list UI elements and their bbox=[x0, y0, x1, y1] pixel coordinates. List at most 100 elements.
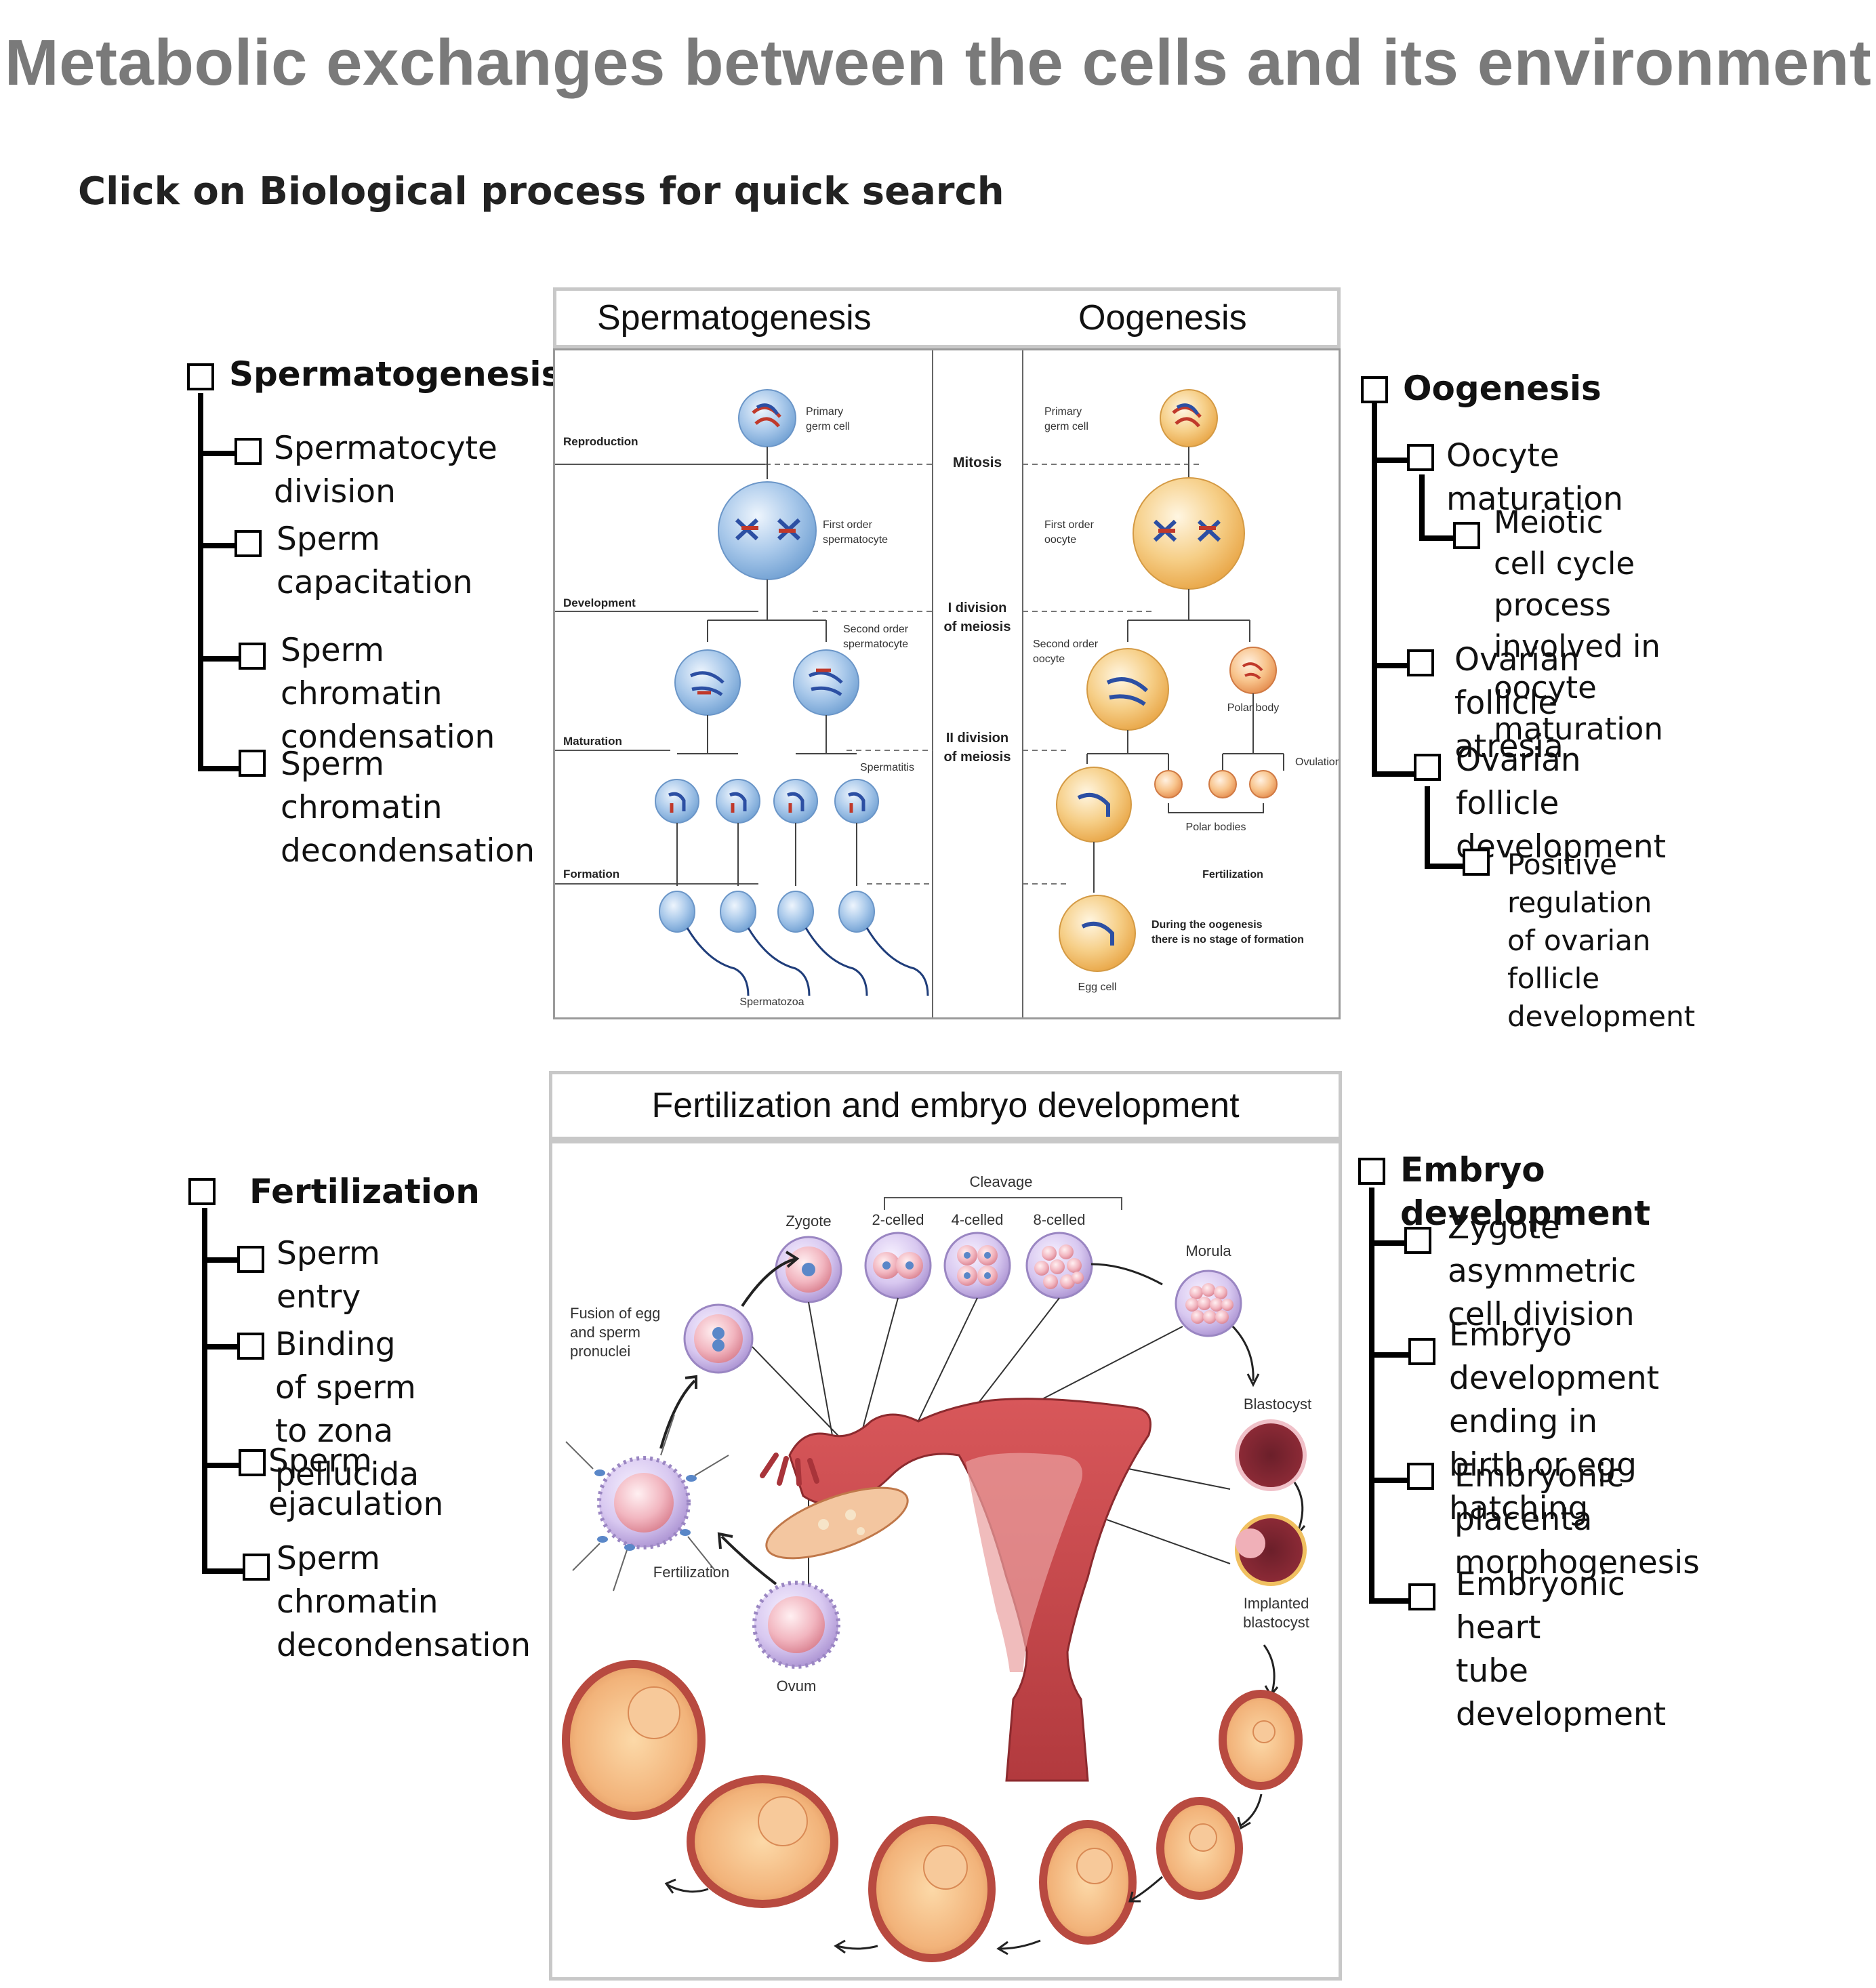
uterus-illustration bbox=[760, 1398, 1151, 1782]
page-title: Metabolic exchanges between the cells an… bbox=[4, 26, 1872, 99]
zygote-cell bbox=[775, 1236, 842, 1303]
fertilization-egg bbox=[565, 1414, 729, 1591]
label-fusion-a: Fusion of egg bbox=[570, 1305, 660, 1322]
process-ovarian-follicle-atresia[interactable]: Ovarian follicle atresia bbox=[1407, 641, 1580, 769]
fused-pronuclei-cell bbox=[683, 1303, 754, 1374]
sperm-first-order-spermatocyte bbox=[718, 481, 817, 580]
process-oogenesis[interactable]: Oogenesis bbox=[1361, 369, 1602, 410]
checkbox-icon[interactable] bbox=[1408, 1338, 1435, 1365]
checkbox-icon[interactable] bbox=[1361, 376, 1388, 403]
label-fusion-b: and sperm bbox=[570, 1324, 640, 1341]
checkbox-icon[interactable] bbox=[239, 1449, 266, 1476]
process-fertilization[interactable]: Fertilization bbox=[188, 1172, 480, 1213]
process-meiotic-cell-cycle-oocyte-maturation[interactable]: Meiotic cell cycle process involved in o… bbox=[1453, 504, 1663, 750]
process-oocyte-maturation[interactable]: Oocyte maturation bbox=[1407, 437, 1623, 521]
label-oogenesis-note-b: there is no stage of formation bbox=[1151, 934, 1304, 946]
stage-reproduction: Reproduction bbox=[563, 435, 638, 448]
panel-heading-spermatogenesis: Spermatogenesis bbox=[597, 298, 872, 338]
process-sperm-capacitation[interactable]: Sperm capacitation bbox=[234, 521, 472, 605]
panel-fertilization-header: Fertilization and embryo development bbox=[549, 1071, 1342, 1140]
oo-polar-body bbox=[1229, 647, 1277, 694]
checkbox-icon[interactable] bbox=[1404, 1227, 1431, 1254]
label-fertilization-stage: Fertilization bbox=[653, 1564, 729, 1581]
process-label: Fertilization bbox=[249, 1172, 480, 1211]
sperm-second-order-spermatocyte-1 bbox=[674, 649, 741, 716]
checkbox-icon[interactable] bbox=[1408, 1583, 1435, 1610]
process-embryo-development-ending-in-birth[interactable]: Embryo development ending in birth or eg… bbox=[1408, 1316, 1659, 1530]
process-label: Sperm capacitation bbox=[277, 521, 473, 601]
oo-first-order-oocyte bbox=[1133, 477, 1245, 590]
checkbox-icon[interactable] bbox=[237, 1246, 264, 1273]
panel-gametogenesis-header: Spermatogenesis Oogenesis bbox=[553, 287, 1341, 348]
checkbox-icon[interactable] bbox=[1358, 1158, 1385, 1185]
label-ovum: Ovum bbox=[777, 1678, 817, 1695]
checkbox-icon[interactable] bbox=[1407, 649, 1434, 676]
label-oo-first-b: oocyte bbox=[1044, 534, 1076, 546]
checkbox-icon[interactable] bbox=[1463, 849, 1490, 876]
label-sperm-primary-b: germ cell bbox=[806, 421, 850, 432]
label-second-division-b: of meiosis bbox=[944, 750, 1011, 765]
label-implanted-b: blastocyst bbox=[1243, 1614, 1309, 1631]
label-spermatozoa: Spermatozoa bbox=[739, 996, 804, 1008]
two-celled-embryo bbox=[864, 1232, 932, 1299]
label-oo-primary-b: germ cell bbox=[1044, 421, 1088, 432]
process-label: Sperm chromatin decondensation bbox=[277, 1540, 531, 1664]
label-morula: Morula bbox=[1185, 1242, 1231, 1259]
process-positive-regulation-ovarian-follicle-development[interactable]: Positive regulation of ovarian follicle … bbox=[1463, 848, 1695, 1036]
oo-egg-cell bbox=[1059, 895, 1136, 972]
checkbox-icon[interactable] bbox=[187, 363, 214, 390]
process-binding-sperm-zona-pellucida[interactable]: Binding of sperm to zona pellucida bbox=[237, 1326, 419, 1497]
process-sperm-chromatin-condensation[interactable]: Sperm chromatin condensation bbox=[239, 632, 495, 759]
process-embryo-development[interactable]: Embryo development bbox=[1358, 1150, 1650, 1235]
process-sperm-ejaculation[interactable]: Sperm ejaculation bbox=[239, 1442, 443, 1526]
process-spermatocyte-division[interactable]: Spermatocyte division bbox=[234, 430, 497, 514]
checkbox-icon[interactable] bbox=[234, 438, 262, 465]
process-label: Sperm entry bbox=[277, 1235, 380, 1316]
sperm-primary-germ-cell bbox=[738, 389, 796, 447]
gametogenesis-diagram: Reproduction Development Maturation Form… bbox=[555, 350, 1339, 1017]
panel-gametogenesis-diagram: Reproduction Development Maturation Form… bbox=[553, 348, 1341, 1019]
checkbox-icon[interactable] bbox=[1407, 444, 1434, 471]
process-sperm-entry[interactable]: Sperm entry bbox=[237, 1235, 380, 1319]
fetus-stages bbox=[562, 1660, 1303, 1962]
label-cleavage: Cleavage bbox=[970, 1173, 1033, 1190]
process-sperm-chromatin-decondensation-fert[interactable]: Sperm chromatin decondensation bbox=[243, 1540, 531, 1667]
checkbox-icon[interactable] bbox=[239, 643, 266, 670]
checkbox-icon[interactable] bbox=[188, 1178, 216, 1205]
label-ovulation: Ovulation bbox=[1295, 756, 1339, 768]
process-embryonic-placenta-morphogenesis[interactable]: Embryonic placenta morphogenesis bbox=[1407, 1457, 1700, 1585]
process-ovarian-follicle-development[interactable]: Ovarian follicle development bbox=[1414, 742, 1666, 869]
label-sperm-second-a: Second order bbox=[843, 624, 909, 635]
checkbox-icon[interactable] bbox=[1407, 1463, 1434, 1490]
checkbox-icon[interactable] bbox=[237, 1333, 264, 1360]
fertilization-embryo-diagram: Cleavage 2-celled 4-celled 8-celled Zygo… bbox=[562, 1173, 1311, 1962]
label-polar-bodies: Polar bodies bbox=[1186, 821, 1246, 833]
label-first-division-a: I division bbox=[948, 601, 1007, 615]
process-spermatogenesis[interactable]: Spermatogenesis bbox=[187, 354, 561, 396]
label-fusion-c: pronuclei bbox=[570, 1343, 630, 1360]
process-embryonic-heart-tube-development[interactable]: Embryonic heart tube development bbox=[1408, 1566, 1666, 1737]
process-label: Oogenesis bbox=[1403, 369, 1602, 408]
label-implanted-a: Implanted bbox=[1244, 1595, 1309, 1612]
process-zygote-asymmetric-cell-division[interactable]: Zygote asymmetric cell division bbox=[1404, 1209, 1636, 1337]
checkbox-icon[interactable] bbox=[1453, 522, 1480, 549]
label-8-celled: 8-celled bbox=[1033, 1211, 1085, 1228]
checkbox-icon[interactable] bbox=[239, 750, 266, 777]
implanted-blastocyst bbox=[1235, 1514, 1307, 1586]
process-label: Sperm ejaculation bbox=[268, 1442, 444, 1523]
label-first-division-b: of meiosis bbox=[944, 620, 1011, 634]
label-4-celled: 4-celled bbox=[951, 1211, 1003, 1228]
label-second-division-a: II division bbox=[946, 731, 1008, 746]
checkbox-icon[interactable] bbox=[243, 1554, 270, 1581]
label-oo-second-b: oocyte bbox=[1033, 653, 1065, 665]
process-sperm-chromatin-decondensation[interactable]: Sperm chromatin decondensation bbox=[239, 746, 535, 873]
checkbox-icon[interactable] bbox=[1414, 754, 1441, 781]
label-egg-cell: Egg cell bbox=[1078, 981, 1117, 993]
stage-maturation: Maturation bbox=[563, 735, 622, 748]
checkbox-icon[interactable] bbox=[234, 530, 262, 557]
panel-heading-oogenesis: Oogenesis bbox=[1078, 298, 1247, 338]
spermatid-cells bbox=[655, 779, 879, 824]
stage-development: Development bbox=[563, 596, 636, 609]
panel-heading-fertilization-embryo: Fertilization and embryo development bbox=[651, 1086, 1240, 1125]
label-oo-fertilization: Fertilization bbox=[1202, 869, 1263, 880]
